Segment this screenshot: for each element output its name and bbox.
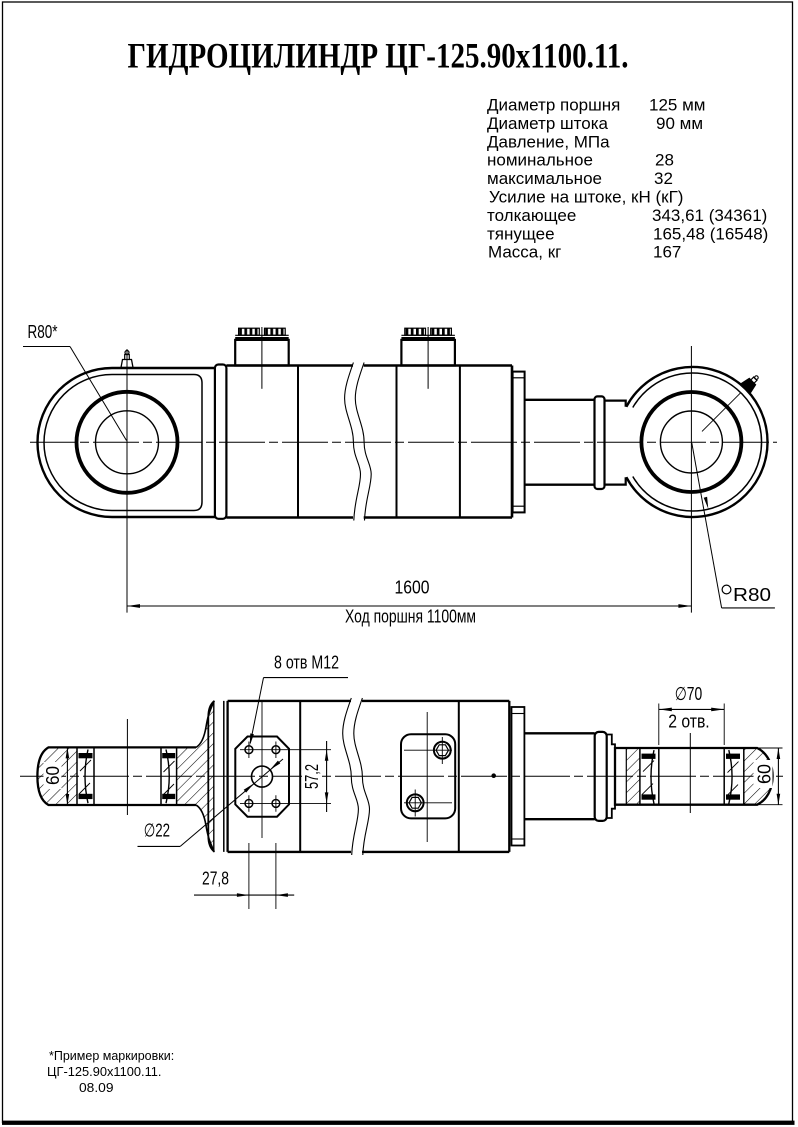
svg-text:343,61 (34361): 343,61 (34361) xyxy=(652,206,767,225)
svg-text:28: 28 xyxy=(655,151,674,170)
svg-text:27,8: 27,8 xyxy=(202,868,229,889)
svg-text:тянущее: тянущее xyxy=(487,224,555,243)
svg-text:32: 32 xyxy=(654,169,673,188)
svg-text:57,2: 57,2 xyxy=(301,764,322,789)
svg-text:2 отв.: 2 отв. xyxy=(668,711,710,732)
svg-text:60: 60 xyxy=(754,764,775,784)
svg-text:номинальное: номинальное xyxy=(487,151,593,170)
svg-text:R80: R80 xyxy=(733,584,771,605)
svg-text:Давление, МПа: Давление, МПа xyxy=(487,132,610,151)
svg-text:ГИДРОЦИЛИНДР ЦГ-125.90х1100.11: ГИДРОЦИЛИНДР ЦГ-125.90х1100.11. xyxy=(128,36,629,76)
svg-text:∅22: ∅22 xyxy=(144,820,170,841)
svg-text:167: 167 xyxy=(653,243,681,262)
svg-text:Диаметр поршня: Диаметр поршня xyxy=(487,96,620,115)
svg-text:∅70: ∅70 xyxy=(675,683,703,704)
svg-text:Усилие на штоке, кН (кГ): Усилие на штоке, кН (кГ) xyxy=(489,188,683,207)
svg-text:90 мм: 90 мм xyxy=(656,114,703,133)
svg-text:*Пример маркировки:: *Пример маркировки: xyxy=(49,1049,174,1063)
svg-text:60: 60 xyxy=(42,766,63,785)
svg-text:Диаметр штока: Диаметр штока xyxy=(487,114,609,133)
svg-text:8 отв М12: 8 отв М12 xyxy=(274,651,339,672)
svg-text:08.09: 08.09 xyxy=(79,1081,114,1095)
svg-text:ЦГ-125.90х1100.11.: ЦГ-125.90х1100.11. xyxy=(47,1065,162,1079)
svg-text:Масса, кг: Масса, кг xyxy=(488,243,561,262)
svg-text:125 мм: 125 мм xyxy=(649,96,705,115)
svg-text:максимальное: максимальное xyxy=(487,169,602,188)
svg-text:Ход поршня 1100мм: Ход поршня 1100мм xyxy=(345,606,476,627)
svg-text:165,48 (16548): 165,48 (16548) xyxy=(653,224,768,243)
svg-text:1600: 1600 xyxy=(395,577,430,598)
svg-text:толкающее: толкающее xyxy=(487,206,576,225)
svg-text:R80*: R80* xyxy=(28,321,58,342)
